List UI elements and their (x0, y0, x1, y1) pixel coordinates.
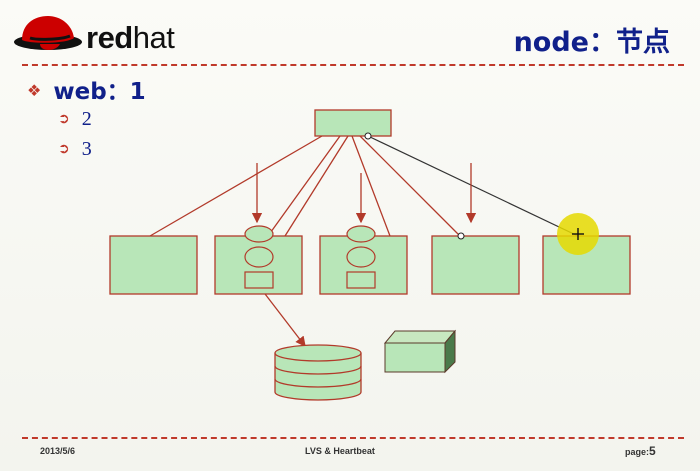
footer-date: 2013/5/6 (40, 446, 76, 456)
footer-title: LVS & Heartbeat (305, 446, 375, 456)
database-cylinder-icon (274, 344, 362, 401)
sub-bullet-2: ➲3 (58, 138, 92, 160)
arrow-bullet-icon: ➲ (58, 142, 70, 157)
link-line (284, 135, 349, 237)
diamond-bullet-icon: ❖ (27, 81, 42, 100)
storage-box-icon (383, 329, 457, 374)
link-line (359, 135, 461, 237)
link-line (267, 135, 341, 237)
node-box-5 (542, 235, 631, 295)
service-ellipse (346, 225, 376, 243)
bullet-web: ❖web：1 (27, 79, 146, 105)
slide-title: node：节点 (513, 27, 670, 58)
cursor-drag-line (367, 135, 579, 237)
service-ellipse (244, 246, 274, 268)
arrow-to-database (261, 289, 306, 348)
connection-handle (364, 132, 372, 140)
link-line (351, 135, 391, 237)
arrow-bullet-icon: ➲ (58, 112, 70, 127)
footer-divider (22, 437, 684, 439)
service-rect (244, 271, 274, 289)
connection-handle (457, 232, 465, 240)
sub-bullet-1: ➲2 (58, 108, 92, 130)
director-box (314, 109, 392, 137)
crosshair-cursor-icon (572, 228, 584, 240)
header-divider (22, 64, 684, 66)
service-rect (346, 271, 376, 289)
node-box-4 (431, 235, 520, 295)
link-line (149, 135, 323, 237)
redhat-logo-text: redhat (86, 20, 175, 55)
footer-page: page:5 (625, 444, 656, 458)
node-box-1 (109, 235, 198, 295)
service-ellipse (244, 225, 274, 243)
service-ellipse (346, 246, 376, 268)
redhat-logo-icon (14, 16, 82, 50)
